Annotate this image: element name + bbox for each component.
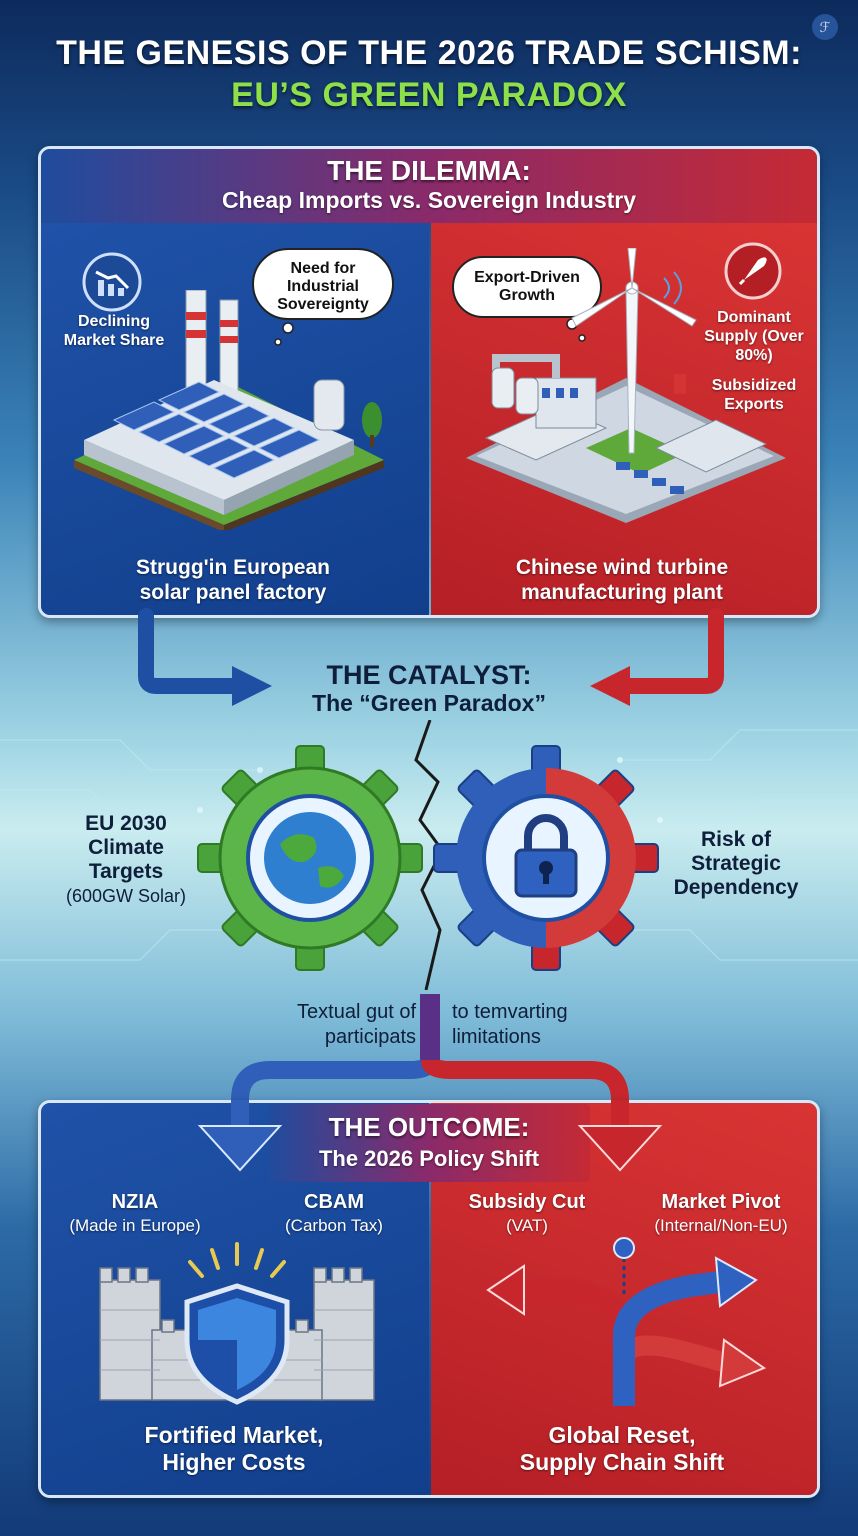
blue-red-gear xyxy=(433,745,659,971)
dominant-supply-label: Dominant Supply (Over 80%) xyxy=(704,309,804,364)
rocket-icon xyxy=(724,242,782,300)
padlock-icon xyxy=(514,814,578,898)
merge-right-branch xyxy=(421,1058,629,1130)
fortress-shield-icon xyxy=(99,1242,375,1405)
solar-factory-caption-line2: solar panel factory xyxy=(139,581,327,604)
fortified-market-caption-line1: Fortified Market, xyxy=(144,1422,324,1448)
outcome-header-banner xyxy=(268,1104,590,1182)
blue-flow-arrowhead xyxy=(232,666,272,706)
wind-plant-caption-line1: Chinese wind turbine xyxy=(515,556,729,579)
outcome-subheading: The 2026 Policy Shift xyxy=(318,1146,540,1171)
subsidized-exports-label: Subsidized Exports xyxy=(711,377,797,413)
global-reset-caption-line2: Supply Chain Shift xyxy=(519,1449,725,1475)
flow-arrows-to-catalyst xyxy=(138,608,724,706)
nzia-sublabel: (Made in Europe) xyxy=(69,1216,201,1235)
outcome-arrowheads xyxy=(197,1100,663,1172)
climate-targets-label: EU 2030 Climate Targets xyxy=(85,812,167,883)
market-pivot-label: Market Pivot xyxy=(661,1191,781,1213)
dilemma-heading: THE DILEMMA: xyxy=(327,155,531,186)
market-pivot-sublabel: (Internal/Non-EU) xyxy=(654,1216,788,1235)
wind-plant-caption-line2: manufacturing plant xyxy=(521,581,723,604)
merge-right-text: to temvarting limitations xyxy=(452,1001,568,1048)
blue-flow-arrow xyxy=(138,608,244,694)
merge-left-text: Textual gut of participats xyxy=(297,1001,416,1048)
declining-market-share-label: Declining Market Share xyxy=(63,313,165,349)
green-gear xyxy=(197,745,423,971)
red-flow-arrow xyxy=(618,608,724,694)
cbam-sublabel: (Carbon Tax) xyxy=(285,1216,383,1235)
wind-turbine-plant-illustration xyxy=(466,248,786,523)
cbam-label: CBAM xyxy=(304,1191,364,1213)
paradox-crack xyxy=(414,720,444,990)
catalyst-gears-illustration xyxy=(197,720,659,990)
diverging-arrows-icon xyxy=(486,1237,767,1406)
solar-factory-caption-line1: Strugg'in European xyxy=(136,556,330,579)
red-flow-arrowhead xyxy=(590,666,630,706)
nzia-label: NZIA xyxy=(111,1191,159,1213)
sovereignty-thought-bubble: Need for Industrial Sovereignty xyxy=(252,248,394,320)
page-title-line1: THE GENESIS OF THE 2026 TRADE SCHISM: xyxy=(56,34,802,72)
climate-targets-sublabel: (600GW Solar) xyxy=(65,886,187,906)
catalyst-subheading: The “Green Paradox” xyxy=(312,690,546,716)
subsidy-cut-label: Subsidy Cut xyxy=(468,1191,586,1213)
thought-dots-left xyxy=(274,322,294,346)
subsidy-cut-sublabel: (VAT) xyxy=(506,1216,548,1235)
fortified-market-caption-line2: Higher Costs xyxy=(162,1449,306,1475)
outcome-heading: THE OUTCOME: xyxy=(328,1112,530,1142)
dilemma-header: THE DILEMMA: Cheap Imports vs. Sovereign… xyxy=(41,149,817,223)
dilemma-subheading: Cheap Imports vs. Sovereign Industry xyxy=(221,187,637,213)
declining-chart-icon xyxy=(82,252,142,312)
publisher-logo-icon: ℱ xyxy=(812,14,838,40)
catalyst-heading: THE CATALYST: xyxy=(326,660,532,690)
page-title-line2: EU’S GREEN PARADOX xyxy=(231,76,627,114)
export-thought-bubble: Export-Driven Growth xyxy=(452,256,602,318)
global-reset-caption-line1: Global Reset, xyxy=(548,1422,696,1448)
strategic-dependency-label: Risk of Strategic Dependency xyxy=(673,828,799,899)
solar-factory-illustration xyxy=(74,290,384,530)
